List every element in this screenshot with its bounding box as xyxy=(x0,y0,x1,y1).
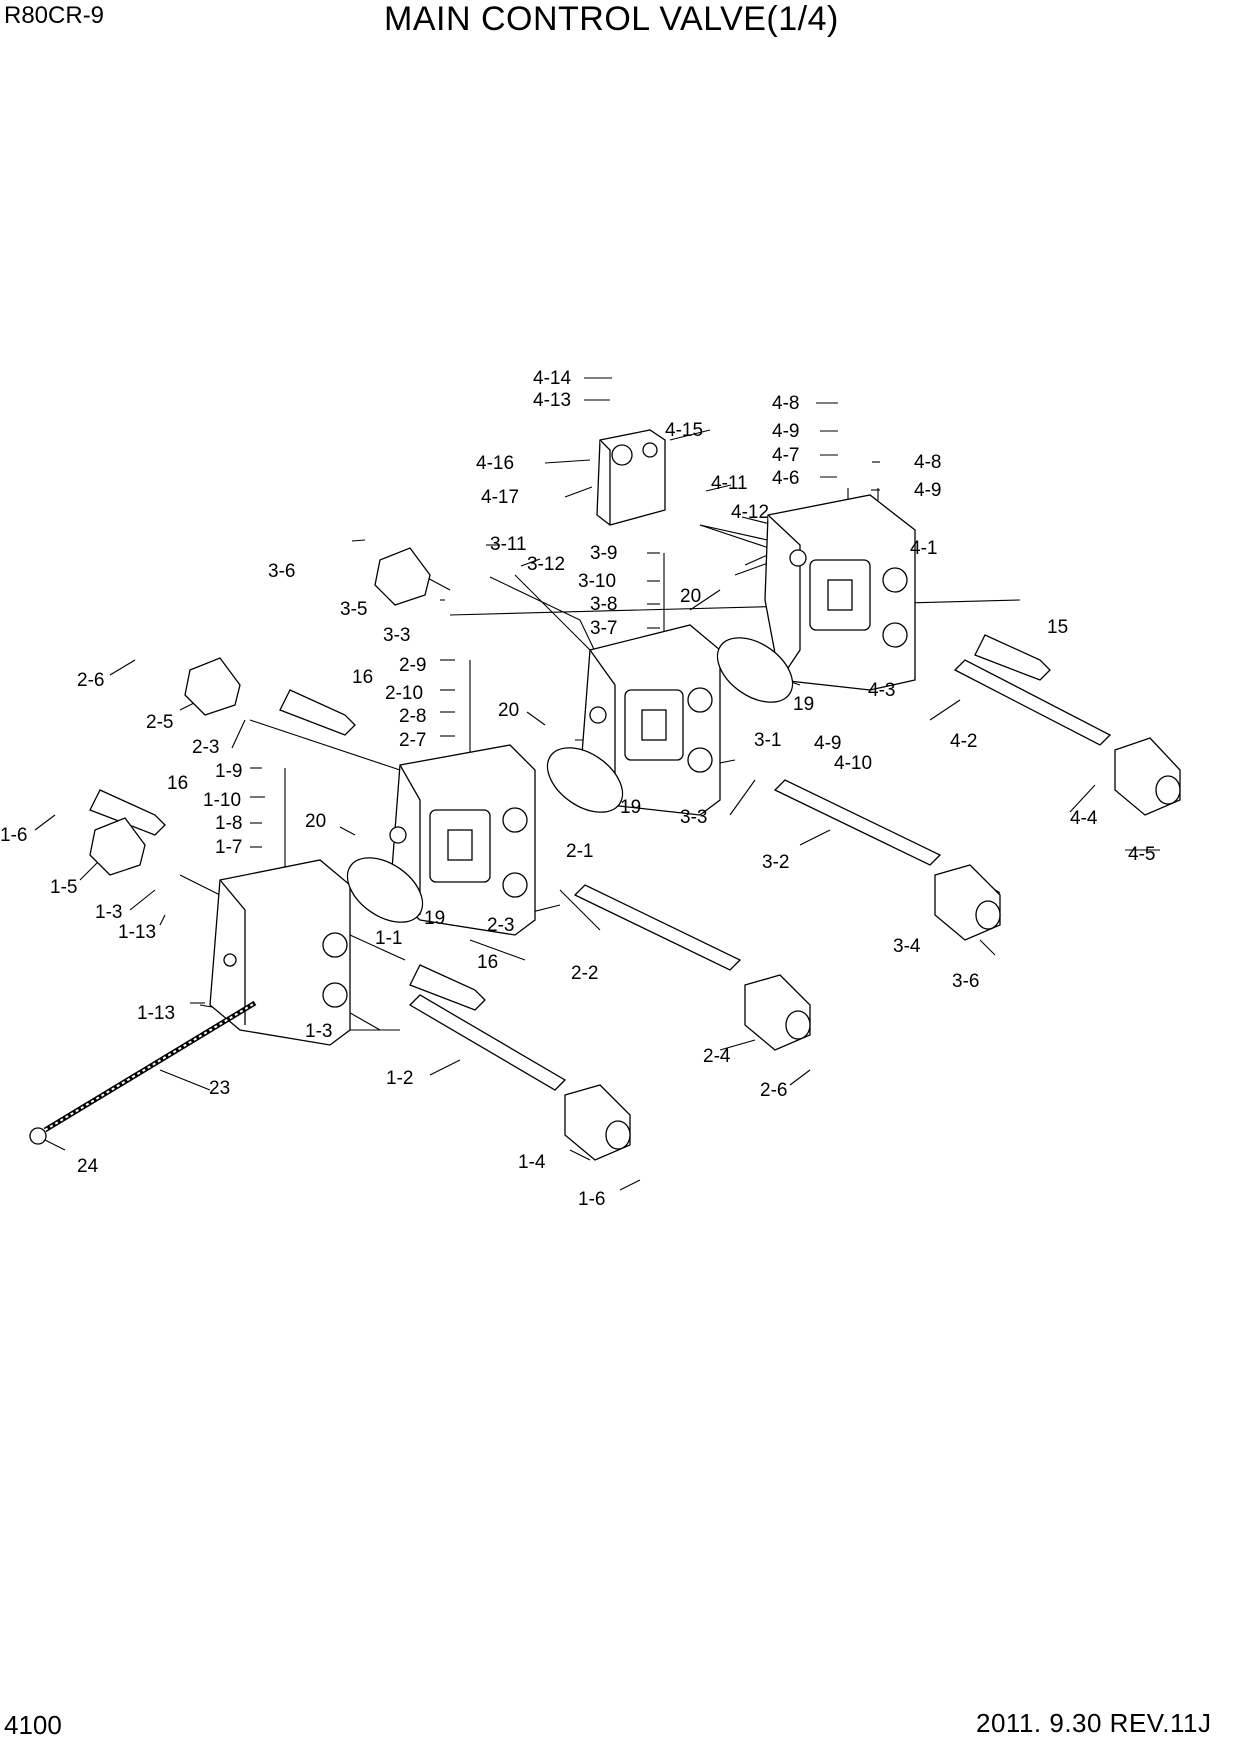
spool-caps xyxy=(564,737,1181,1161)
callout-1-5: 1-5 xyxy=(50,877,77,898)
callout-2-3-a: 2-3 xyxy=(192,737,219,758)
callout-20-c: 20 xyxy=(305,811,326,832)
callout-15: 15 xyxy=(1047,617,1068,638)
callout-4-12: 4-12 xyxy=(731,502,769,523)
callout-2-6-a: 2-6 xyxy=(77,670,104,691)
callout-3-9: 3-9 xyxy=(590,543,617,564)
callout-3-12: 3-12 xyxy=(527,554,565,575)
page-number: 4100 xyxy=(4,1710,62,1740)
callout-19-a: 19 xyxy=(793,694,814,715)
page-title: MAIN CONTROL VALVE(1/4) xyxy=(384,0,839,38)
callout-3-6-b: 3-6 xyxy=(952,971,979,992)
callout-4-17: 4-17 xyxy=(481,487,519,508)
callout-3-3-b: 3-3 xyxy=(680,807,707,828)
callout-1-1: 1-1 xyxy=(375,928,402,949)
callout-2-5: 2-5 xyxy=(146,712,173,733)
o-rings xyxy=(346,637,794,923)
callout-19-c: 19 xyxy=(424,908,445,929)
callout-4-14: 4-14 xyxy=(533,368,571,389)
callout-4-8-b: 4-8 xyxy=(914,452,941,473)
callout-3-2: 3-2 xyxy=(762,852,789,873)
callout-23: 23 xyxy=(209,1078,230,1099)
callout-4-15: 4-15 xyxy=(665,420,703,441)
callout-1-6-b: 1-6 xyxy=(578,1189,605,1210)
callout-4-9-b: 4-9 xyxy=(914,480,941,501)
callout-4-5: 4-5 xyxy=(1128,844,1155,865)
callout-4-7: 4-7 xyxy=(772,445,799,466)
callout-3-4: 3-4 xyxy=(893,936,921,957)
callout-4-4: 4-4 xyxy=(1070,808,1098,829)
callout-4-13: 4-13 xyxy=(533,390,571,411)
callout-20-b: 20 xyxy=(498,700,519,721)
tie-rod xyxy=(29,1000,257,1145)
callout-4-9-c: 4-9 xyxy=(814,733,841,754)
callout-3-11: 3-11 xyxy=(490,534,527,555)
valve-section-3 xyxy=(579,624,721,816)
callout-1-3-a: 1-3 xyxy=(95,902,122,923)
callout-2-7: 2-7 xyxy=(399,730,426,751)
callout-1-8: 1-8 xyxy=(215,813,242,834)
callout-4-11: 4-11 xyxy=(711,473,748,494)
callout-2-8: 2-8 xyxy=(399,706,426,727)
valve-section-2 xyxy=(389,744,536,936)
callout-2-4: 2-4 xyxy=(703,1046,731,1067)
callout-2-1: 2-1 xyxy=(566,841,593,862)
callout-1-7: 1-7 xyxy=(215,837,242,858)
callout-4-2: 4-2 xyxy=(950,731,977,752)
callout-4-8-a: 4-8 xyxy=(772,393,799,414)
callout-3-8: 3-8 xyxy=(590,594,617,615)
callout-4-1: 4-1 xyxy=(910,538,937,559)
callout-1-3-b: 1-3 xyxy=(305,1021,332,1042)
callout-1-13-a: 1-13 xyxy=(118,922,156,943)
callout-1-6-a: 1-6 xyxy=(0,825,27,846)
covers xyxy=(89,547,431,876)
callout-2-6-b: 2-6 xyxy=(760,1080,787,1101)
relief-valves xyxy=(89,634,1051,1011)
callout-3-7: 3-7 xyxy=(590,618,617,639)
callout-16-b: 16 xyxy=(167,773,188,794)
callout-4-16: 4-16 xyxy=(476,453,514,474)
callout-16-c: 16 xyxy=(477,952,498,973)
model-number: R80CR-9 xyxy=(4,2,105,29)
callout-2-3-b: 2-3 xyxy=(487,915,514,936)
callout-2-9: 2-9 xyxy=(399,655,426,676)
callout-1-2: 1-2 xyxy=(386,1068,413,1089)
callout-20-a: 20 xyxy=(680,586,701,607)
callout-16-a: 16 xyxy=(352,667,373,688)
valve-section-1 xyxy=(209,859,351,1046)
callout-3-6-a: 3-6 xyxy=(268,561,295,582)
callout-4-3: 4-3 xyxy=(868,680,895,701)
callout-24: 24 xyxy=(77,1156,99,1177)
callout-3-1: 3-1 xyxy=(754,730,781,751)
spools xyxy=(408,659,1112,1091)
revision-date: 2011. 9.30 REV.11J xyxy=(976,1708,1212,1738)
callout-labels: 4-14 4-13 4-15 4-16 4-17 4-11 4-12 4-8 4… xyxy=(0,368,1155,1210)
callout-1-4: 1-4 xyxy=(518,1152,546,1173)
callout-3-10: 3-10 xyxy=(578,571,616,592)
callout-4-9-a: 4-9 xyxy=(772,421,799,442)
callout-3-5: 3-5 xyxy=(340,599,367,620)
callout-4-10: 4-10 xyxy=(834,753,872,774)
callout-1-13-b: 1-13 xyxy=(137,1003,175,1024)
callout-4-6: 4-6 xyxy=(772,468,799,489)
callout-19-b: 19 xyxy=(620,797,641,818)
callout-1-10: 1-10 xyxy=(203,790,241,811)
callout-3-3-a: 3-3 xyxy=(383,625,410,646)
valve-section-4 xyxy=(596,429,916,691)
callout-1-9: 1-9 xyxy=(215,761,242,782)
callout-2-10: 2-10 xyxy=(385,683,423,704)
callout-2-2: 2-2 xyxy=(571,963,598,984)
